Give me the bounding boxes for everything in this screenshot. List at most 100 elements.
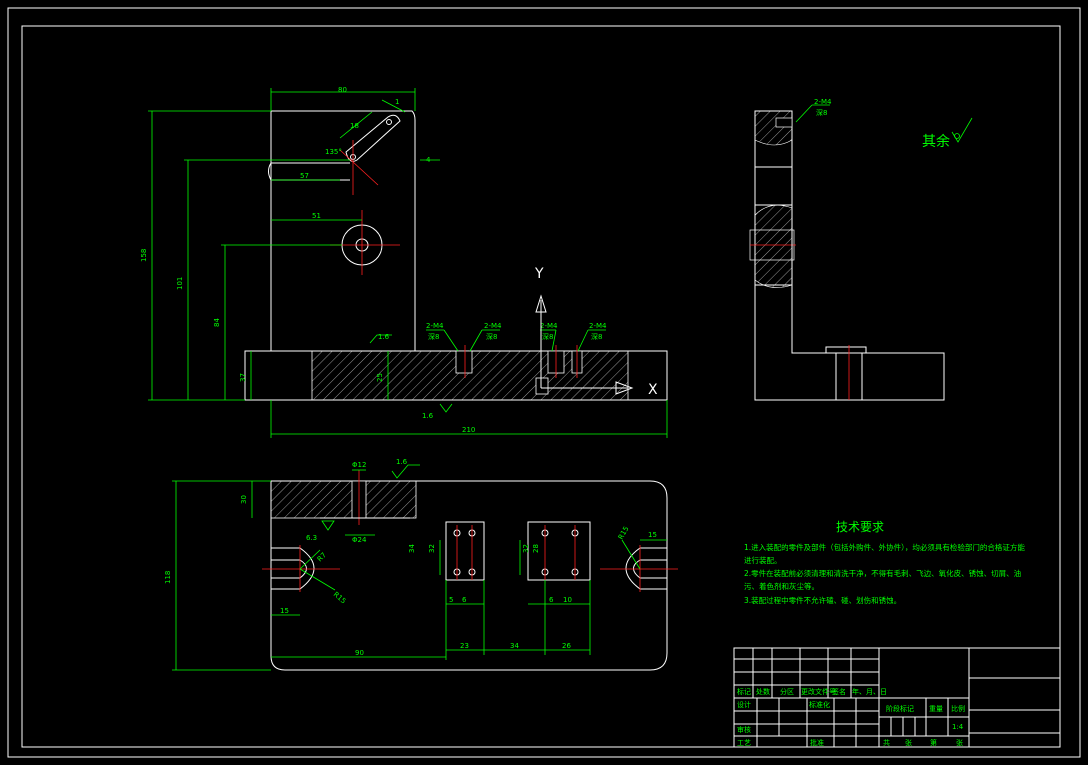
dim-37: 37 <box>239 373 247 382</box>
callout-4: 2-M4 <box>589 322 607 330</box>
x-arrow <box>615 381 634 395</box>
tb-weight: 重量 <box>929 705 943 713</box>
dim-30: 30 <box>240 495 248 504</box>
dim-pad2-h1: 32 <box>522 544 530 553</box>
dim-pad1-h2: 32 <box>428 544 436 553</box>
dim-pad2-w2: 10 <box>563 596 572 604</box>
roughness-symbol <box>951 117 973 143</box>
tech-req-line: 3.装配过程中零件不允许磕、碰、划伤和锈蚀。 <box>744 595 901 605</box>
tech-req-line: 2.零件在装配前必须清理和清洗干净，不得有毛刺、飞边、氧化皮、锈蚀、切屑、油 <box>744 568 1021 578</box>
roughness-symbol <box>439 403 453 413</box>
dim-line-18 <box>339 111 373 139</box>
right-slot-outer <box>625 547 667 590</box>
leader <box>795 104 813 123</box>
callout-1b: 深8 <box>428 332 439 341</box>
callout-4b: 深8 <box>591 332 602 341</box>
tb-header: 处数 <box>756 687 770 696</box>
tb-design: 设计 <box>737 700 751 709</box>
tb-standard: 标准化 <box>809 700 830 709</box>
leader <box>551 329 557 352</box>
dim-80: 80 <box>338 86 347 94</box>
dim-line-slot <box>381 99 406 113</box>
tech-req-line: 污、着色剂和灰尘等。 <box>744 581 819 591</box>
roughness-3: 1.6 <box>396 458 408 466</box>
dim-phi24: Φ24 <box>352 536 367 544</box>
dim-pad2-h2: 28 <box>532 544 540 553</box>
tb-zhang: 张 <box>956 738 963 747</box>
slot-end-hole <box>386 119 392 125</box>
dim-210: 210 <box>462 426 475 434</box>
dim-101: 101 <box>176 277 184 290</box>
tb-header: 签名 <box>832 687 846 696</box>
surface-note: 其余 <box>922 117 973 150</box>
tb-header: 更改文件号 <box>801 687 836 696</box>
outer-frame <box>7 7 1081 758</box>
callout-3: 2-M4 <box>540 322 558 330</box>
roughness-1: 1.6 <box>378 333 390 341</box>
roughness-symbol <box>954 133 960 139</box>
callout-1: 2-M4 <box>426 322 444 330</box>
slot-center-1 <box>339 149 379 186</box>
dim-26: 26 <box>562 642 571 650</box>
tb-page: 第 <box>930 738 937 747</box>
dim-r15-right: R15 <box>617 525 631 541</box>
dim-118: 118 <box>164 571 172 584</box>
tb-header: 标记 <box>737 687 751 696</box>
leader-r7 <box>299 549 321 570</box>
inner-frame <box>21 25 1061 748</box>
tb-approve: 批准 <box>810 738 824 747</box>
top-section <box>270 480 417 519</box>
surface-note-text: 其余 <box>922 133 950 150</box>
front-view: 80 158 101 84 37 57 51 135° 18 1 4 210 2… <box>140 86 668 438</box>
leader <box>443 329 459 352</box>
tb-scale-value: 1:4 <box>952 723 964 731</box>
tech-req-line: 进行装配。 <box>744 555 782 565</box>
dim-r7: R7 <box>316 551 328 563</box>
inclined-slot <box>345 114 401 162</box>
dim-57: 57 <box>300 172 309 180</box>
side-section-mid <box>754 204 793 288</box>
tb-scale: 比例 <box>951 704 965 713</box>
dim-15-right: 15 <box>648 531 657 539</box>
leader-r15 <box>299 568 336 591</box>
roughness-symbol <box>391 464 420 479</box>
origin-box <box>535 377 549 395</box>
roughness-symbol <box>369 334 392 344</box>
side-base-slot <box>825 346 867 353</box>
dim-18: 18 <box>350 122 359 130</box>
technical-requirements: 技术要求 1.进入装配的零件及部件（包括外购件、外协件），均必须具有检验部门的合… <box>744 520 1025 605</box>
tb-header: 年、月、日 <box>852 687 887 696</box>
dim-135: 135° <box>325 148 342 156</box>
dim-r15: R15 <box>332 590 348 605</box>
dim-4: 4 <box>426 156 431 164</box>
side-view: 2-M4 深8 <box>749 98 945 401</box>
tb-process: 工艺 <box>737 739 751 747</box>
tb-total: 共 <box>883 738 890 747</box>
dim-51: 51 <box>312 212 321 220</box>
dim-pad1-h1: 34 <box>408 544 416 553</box>
title-block: 标记 处数 分区 更改文件号 签名 年、月、日 设计 标准化 审核 工艺 批准 … <box>733 647 1061 748</box>
callout-2: 2-M4 <box>484 322 502 330</box>
roughness-2: 1.6 <box>422 412 434 420</box>
dim-pad2-w1: 6 <box>549 596 554 604</box>
leader-r15r <box>621 539 641 570</box>
front-upright <box>270 110 416 352</box>
y-arrow <box>535 294 547 313</box>
side-tapped-hole <box>775 117 793 128</box>
dim-pad1-w2: 6 <box>462 596 467 604</box>
tech-req-title: 技术要求 <box>836 520 884 534</box>
x-axis-label: X <box>648 382 658 398</box>
tb-stage: 阶段标记 <box>886 704 914 713</box>
leader <box>469 329 483 352</box>
tech-req-line: 1.进入装配的零件及部件（包括外购件、外协件），均必须具有检验部门的合格证方能 <box>744 542 1025 552</box>
y-axis-label: Y <box>534 266 544 282</box>
side-callout: 2-M4 <box>814 98 832 106</box>
tb-review: 审核 <box>737 725 751 734</box>
tb-zhang: 张 <box>905 738 912 747</box>
side-section-top <box>754 110 793 146</box>
dim-1: 1 <box>395 98 399 106</box>
dim-phi12: Φ12 <box>352 461 366 469</box>
dim-15-left: 15 <box>280 607 289 615</box>
dim-pad1-w1: 5 <box>449 596 453 604</box>
